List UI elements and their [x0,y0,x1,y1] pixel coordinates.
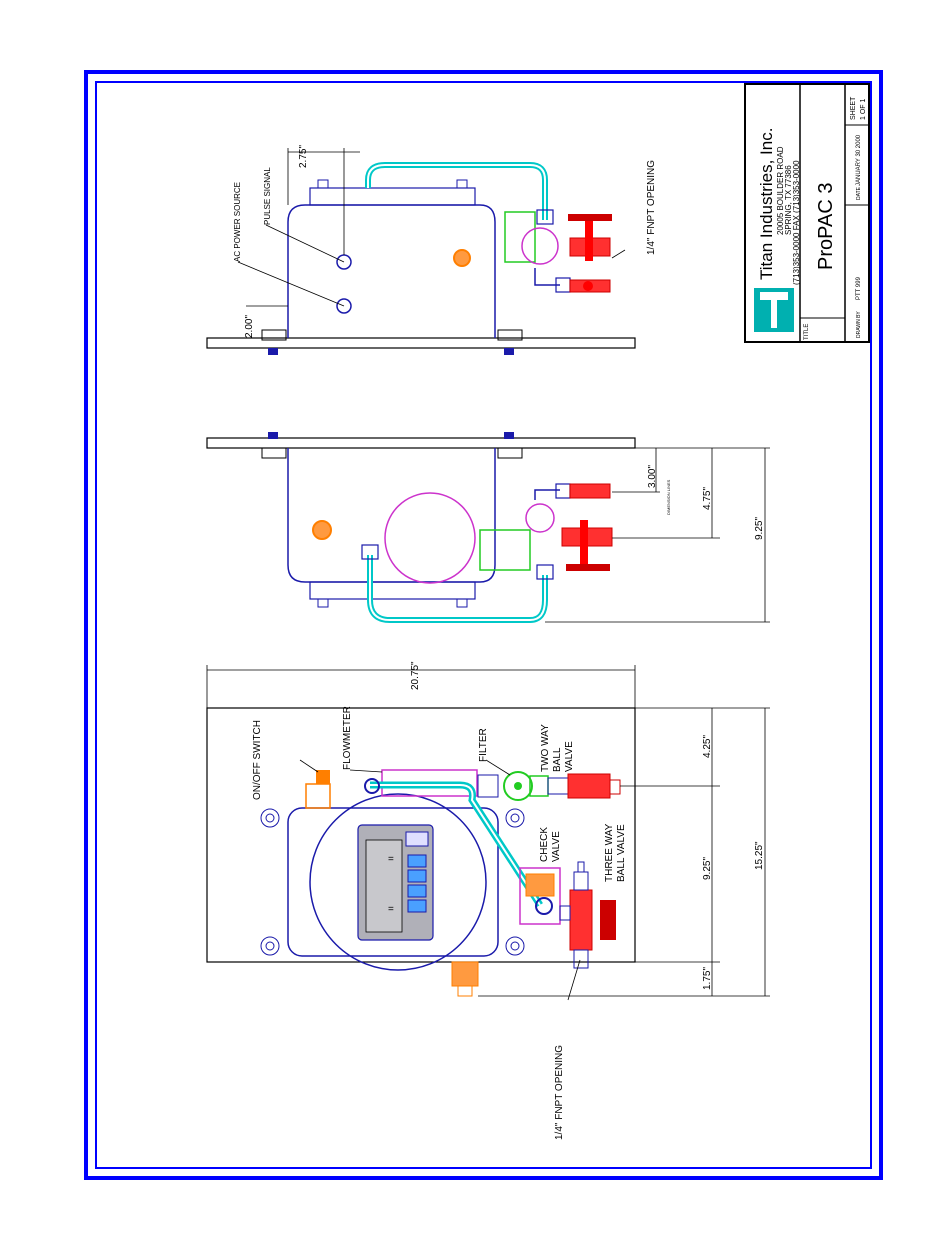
label-flowmeter: FLOWMETER [342,706,353,770]
side-dim-a: 3.00" [647,465,658,488]
filter-icon [477,771,549,801]
front-view: = = [206,661,770,1140]
product-name: ProPAC 3 [815,183,837,270]
sheet-label: SHEET [850,96,857,120]
front-label-opening: 1/4" FNPT OPENING [554,1045,565,1140]
sheet-border-outer [84,70,883,1180]
side-orange-fitting-icon [312,520,332,540]
front-display-panel: = = [357,824,434,941]
label-three-way-2: BALL VALVE [616,824,627,882]
date-label: DATE [856,186,862,200]
top-mounting-plate [206,337,636,349]
company-city: SPRING, TX 77386 [784,165,793,235]
company-name: Titan Industries, Inc. [757,128,776,280]
ac-power-connector [336,298,352,314]
side-tubing [367,555,548,623]
side-ball-valve-icon [561,483,613,571]
sheet-border-inner [95,81,872,1169]
svg-text:=: = [388,904,394,915]
side-view: 3.00" DIMENSION LINES 4.75" 9.25" [206,432,770,623]
label-three-way-1: THREE WAY [604,823,615,882]
front-dim-width: 20.75" [410,661,421,690]
drawn-by-label: DRAWN BY [856,311,862,338]
side-dim-b: 4.75" [702,487,713,510]
two-way-ball-valve-icon [547,773,621,799]
label-two-way-2: BALL [552,747,563,772]
on-off-switch-icon [305,770,331,809]
label-on-off-switch: ON/OFF SWITCH [252,720,263,800]
label-check-1: CHECK [539,827,550,862]
label-check-2: VALVE [551,831,562,862]
top-enclosure [287,204,496,338]
top-dim-height: 2.00" [244,315,255,338]
label-pulse-signal: PULSE SIGNAL [263,167,272,225]
top-orange-fitting-icon [453,249,471,267]
label-two-way-3: VALVE [564,741,575,772]
title-block: Titan Industries, Inc. 20005 BOULDER ROA… [744,83,870,343]
company-address: 20005 BOULDER ROAD [776,146,785,235]
top-dim-width: 2.75" [298,145,309,168]
side-dim-c: 9.25" [754,517,765,540]
front-mounting-plate [206,707,636,963]
date-value: JANUARY 30 2000 [856,134,862,186]
title-label: TITLE [804,324,810,340]
front-dim-a: 4.25" [702,735,713,758]
top-view: 2.75" 2.00" AC POWER SOURCE PULSE SIGNAL… [206,145,657,355]
top-ball-valve-icon [568,214,612,293]
company-phone: (713)353-0000 FAX (713)353-0000 [792,160,801,285]
titan-logo-icon [754,288,794,332]
front-enclosure [287,807,499,957]
front-bottom-fitting-icon [451,961,479,997]
three-way-ball-valve-icon [559,861,616,969]
front-dim-total: 15.25" [754,841,765,870]
sheet-value: 1 OF 1 [860,98,867,120]
side-mounting-plate [206,437,636,449]
check-valve-icon [519,867,561,925]
side-label-small: DIMENSION LINES [666,479,671,515]
drawn-by-value: PTT 999 [856,276,862,300]
side-flowmeter-dial [384,492,476,584]
svg-text:=: = [388,854,394,865]
label-ac-power: AC POWER SOURCE [233,182,242,262]
top-label-opening: 1/4" FNPT OPENING [646,160,657,255]
label-two-way-1: TWO WAY [540,724,551,772]
label-filter: FILTER [478,728,489,762]
front-door-window [309,793,487,971]
front-dim-b: 9.25" [702,857,713,880]
front-dim-c: 1.75" [702,967,713,990]
